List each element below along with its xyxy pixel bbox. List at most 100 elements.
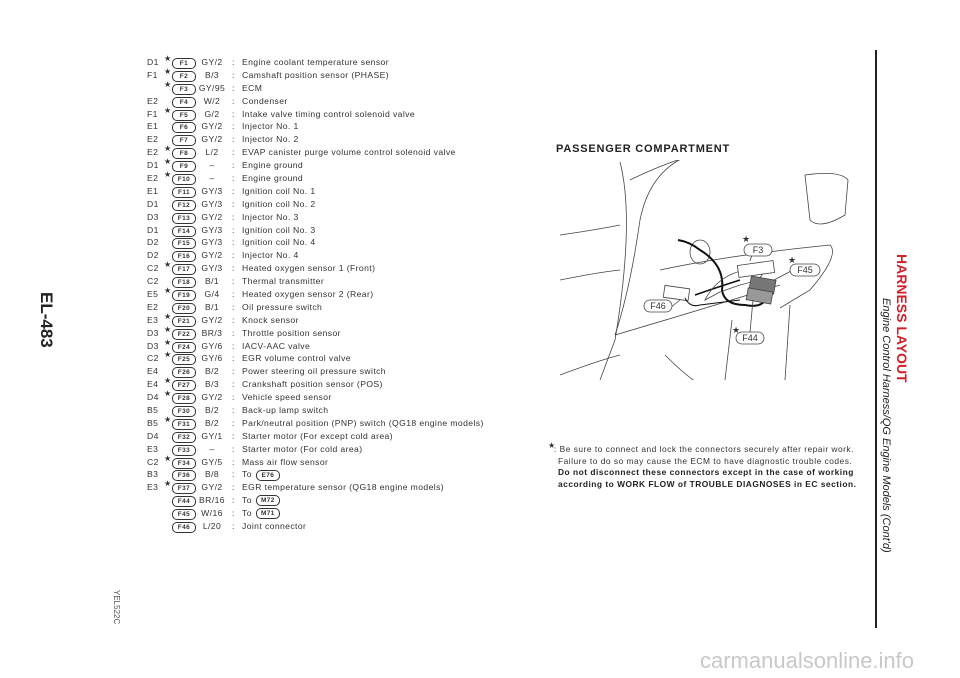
separator: : [232,211,235,222]
wire-color-pins: GY/3 [201,263,223,274]
connector-description: ECM [242,82,262,95]
connector-description: EGR temperature sensor (QG18 engine mode… [242,481,444,494]
grid-location: D1 [147,224,159,235]
connector-id: F45 [172,509,196,521]
connector-id: F44 [172,496,196,508]
grid-location: D3 [147,211,159,222]
description-text: Ignition coil No. 4 [242,237,316,248]
star-icon: ★ [164,66,172,76]
description-text: Knock sensor [242,314,299,325]
connector-description: Mass air flow sensor [242,456,328,469]
wire-color-pins: W/2 [203,95,221,106]
description-text: ECM [242,82,263,93]
star-icon: ★ [164,324,172,334]
grid-location: D3 [147,327,159,338]
connector-id: F25 [172,354,196,366]
connector-description: Ignition coil No. 2 [242,198,316,211]
connector-id: F13 [172,212,196,224]
connector-id: F22 [172,328,196,340]
description-text: Oil pressure switch [242,301,323,312]
grid-location: D2 [147,237,159,248]
wire-color-pins: GY/3 [201,224,223,235]
connector-description: Engine coolant temperature sensor [242,56,389,69]
grid-location: E2 [147,301,159,312]
connector-label-f44: F44★ [732,325,765,345]
description-text: Ignition coil No. 2 [242,198,316,209]
connector-id: F28 [172,393,196,405]
connector-description: Injector No. 4 [242,249,299,262]
separator: : [232,340,235,351]
wire-color-pins: GY/2 [201,134,223,145]
separator: : [232,289,235,300]
wire-color-pins: GY/3 [201,198,223,209]
separator: : [232,443,235,454]
svg-text:F46: F46 [650,301,666,311]
star-icon: ★ [164,170,172,179]
wire-color-pins: GY/1 [201,430,223,441]
connector-row: D1★F9–:Engine ground [140,157,520,173]
description-text: Power steering oil pressure switch [242,366,386,377]
connector-id: F21 [172,315,196,327]
separator: : [232,327,235,338]
description-text: EGR volume control valve [242,353,351,364]
connector-id: F20 [172,302,196,314]
description-text: Mass air flow sensor [242,456,329,467]
grid-location: D4 [147,392,159,403]
connector-description: Heated oxygen sensor 2 (Rear) [242,288,374,301]
description-text: Engine ground [242,160,304,171]
grid-location: E2 [147,173,159,183]
wire-color-pins: B/3 [204,69,220,80]
description-text: Vehicle speed sensor [242,392,332,403]
connector-description: Injector No. 2 [242,133,299,146]
separator: : [232,353,235,364]
star-icon: ★ [164,311,172,321]
description-text: Injector No. 1 [242,121,299,132]
grid-location: E1 [147,121,159,132]
svg-text:F45: F45 [797,265,813,275]
target-connector-id: E76 [255,469,280,481]
separator: : [232,456,235,467]
svg-text:★: ★ [788,255,796,265]
grid-location: E5 [147,289,159,300]
svg-text:★: ★ [732,325,740,335]
separator: : [232,95,235,106]
separator: : [232,224,235,235]
wire-color-pins: GY/2 [201,250,223,261]
wire-color-pins: B/1 [204,301,220,312]
grid-location: F1 [147,69,158,80]
connector-id: F34 [172,457,196,469]
separator: : [232,198,235,209]
target-connector-id: M72 [255,495,280,507]
separator: : [232,57,235,67]
connector-description: Power steering oil pressure switch [242,365,386,378]
star-icon: ★ [164,157,172,167]
connector-description: Knock sensor [242,314,299,327]
connector-description: EGR volume control valve [242,352,351,365]
description-text: Injector No. 2 [242,134,299,145]
separator: : [232,160,235,171]
connector-id: F32 [172,431,196,443]
passenger-compartment-diagram: F3★ F45★ F46 F44★ [559,160,849,380]
wire-color-pins: GY/5 [201,456,223,467]
grid-location: B5 [147,417,159,428]
connector-description: EVAP canister purge volume control solen… [242,146,456,159]
grid-location: B5 [147,405,159,416]
wire-color-pins: W/16 [201,508,223,519]
divider-line [875,50,877,628]
target-connector-id: M71 [255,508,280,520]
grid-location: D3 [147,340,159,351]
description-text: Engine coolant temperature sensor [242,57,389,67]
